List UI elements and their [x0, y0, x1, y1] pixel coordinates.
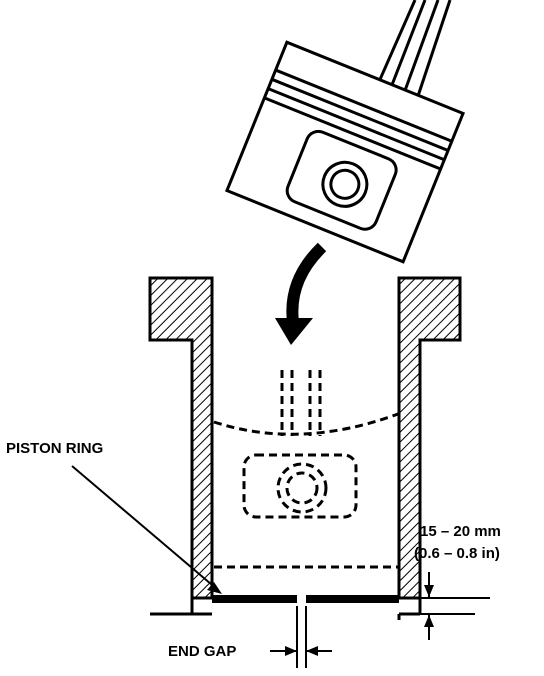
end-gap-label: END GAP — [168, 643, 237, 660]
depth-imperial-label: (0.6 – 0.8 in) — [414, 545, 500, 562]
piston-ring-leader — [71, 465, 222, 594]
piston-ring — [212, 595, 399, 603]
depth-metric-label: 15 – 20 mm — [420, 523, 501, 540]
depth-dimension — [420, 572, 490, 640]
end-gap-dimension — [270, 606, 332, 668]
cylinder-wall-left — [148, 276, 214, 600]
cylinder-walls — [148, 276, 462, 620]
ring-grooves — [263, 68, 453, 171]
connecting-rod — [376, 0, 452, 103]
insert-arrow — [275, 242, 327, 345]
piston-ring-label: PISTON RING — [6, 440, 104, 457]
piston-above — [224, 0, 466, 264]
piston-dashed — [213, 370, 399, 569]
